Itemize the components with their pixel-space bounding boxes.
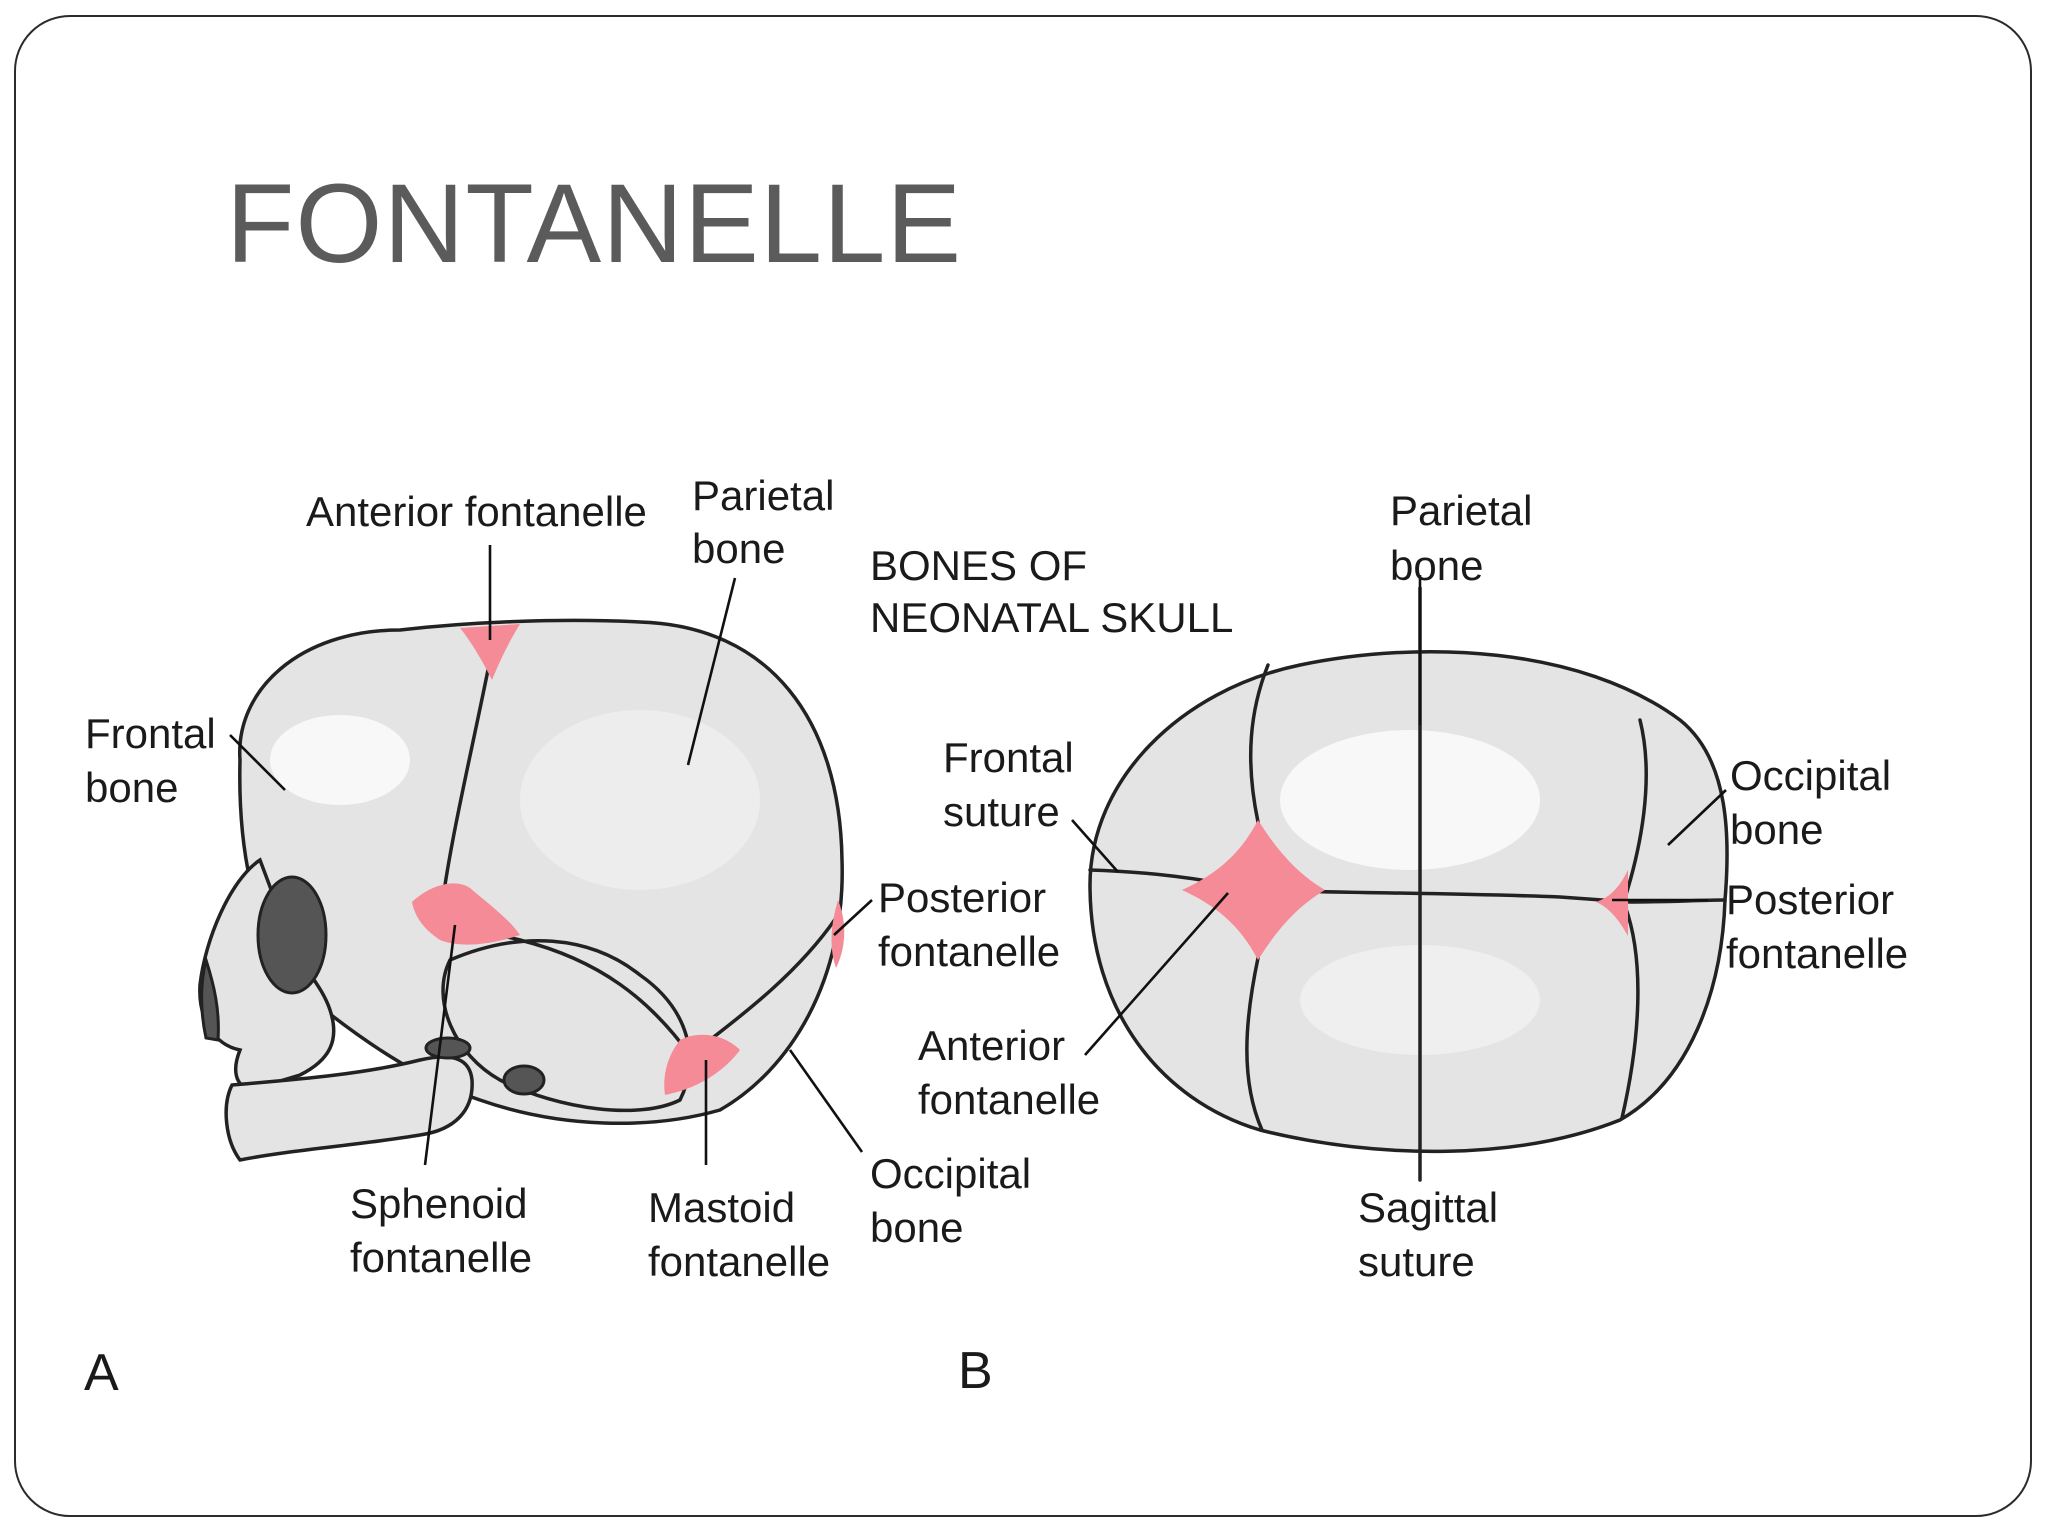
label-posterior-fontanelle-a-2: fontanelle <box>878 928 1060 975</box>
label-anterior-fontanelle-b-1: Anterior <box>918 1022 1065 1069</box>
anterior-fontanelle-a <box>460 624 520 680</box>
caption-line-1: BONES OF <box>870 542 1087 589</box>
orbit <box>256 875 328 995</box>
label-frontal-bone-a-1: Frontal <box>85 710 216 757</box>
label-mastoid-fontanelle-1: Mastoid <box>648 1184 795 1231</box>
skull-lateral-view: Anterior fontanelle Parietal bone Fronta… <box>84 472 1060 1402</box>
label-frontal-suture-1: Frontal <box>943 734 1074 781</box>
label-occipital-bone-a-1: Occipital <box>870 1150 1031 1197</box>
label-posterior-fontanelle-b-1: Posterior <box>1726 876 1894 923</box>
label-parietal-bone-a-1: Parietal <box>692 472 834 519</box>
panel-letter-a: A <box>84 1344 119 1402</box>
caption-line-2: NEONATAL SKULL <box>870 594 1233 641</box>
label-occipital-bone-b-2: bone <box>1730 806 1823 853</box>
label-posterior-fontanelle-b-2: fontanelle <box>1726 930 1908 977</box>
label-parietal-bone-b-2: bone <box>1390 542 1483 589</box>
label-parietal-bone-b-1: Parietal <box>1390 487 1532 534</box>
label-occipital-bone-b-1: Occipital <box>1730 752 1891 799</box>
mandible <box>224 1055 474 1162</box>
anterior-fontanelle-b <box>1182 820 1325 960</box>
label-parietal-bone-a-2: bone <box>692 525 785 572</box>
label-anterior-fontanelle-a: Anterior fontanelle <box>306 488 647 535</box>
label-sphenoid-fontanelle-1: Sphenoid <box>350 1180 528 1227</box>
nasal-cavity <box>200 954 220 1042</box>
label-frontal-suture-2: suture <box>943 788 1060 835</box>
label-occipital-bone-a-2: bone <box>870 1204 963 1251</box>
mastoid-fontanelle-a <box>664 1034 740 1095</box>
slide-title: FONTANELLE <box>226 161 963 286</box>
label-sagittal-suture-2: suture <box>1358 1238 1475 1285</box>
label-posterior-fontanelle-a-1: Posterior <box>878 874 1046 921</box>
skull-superior-view: Parietal bone Frontal suture Occipital b… <box>918 487 1908 1400</box>
ear-canal <box>502 1064 546 1096</box>
sphenoid-fontanelle-a <box>412 883 520 945</box>
label-anterior-fontanelle-b-2: fontanelle <box>918 1076 1100 1123</box>
jaw-notch <box>424 1036 472 1060</box>
label-mastoid-fontanelle-2: fontanelle <box>648 1238 830 1285</box>
panel-letter-b: B <box>958 1342 993 1400</box>
temporal-region <box>441 939 692 1113</box>
label-sagittal-suture-1: Sagittal <box>1358 1184 1498 1231</box>
label-frontal-bone-a-2: bone <box>85 764 178 811</box>
posterior-fontanelle-b <box>1596 870 1628 936</box>
posterior-fontanelle-a <box>831 900 845 968</box>
label-sphenoid-fontanelle-2: fontanelle <box>350 1234 532 1281</box>
